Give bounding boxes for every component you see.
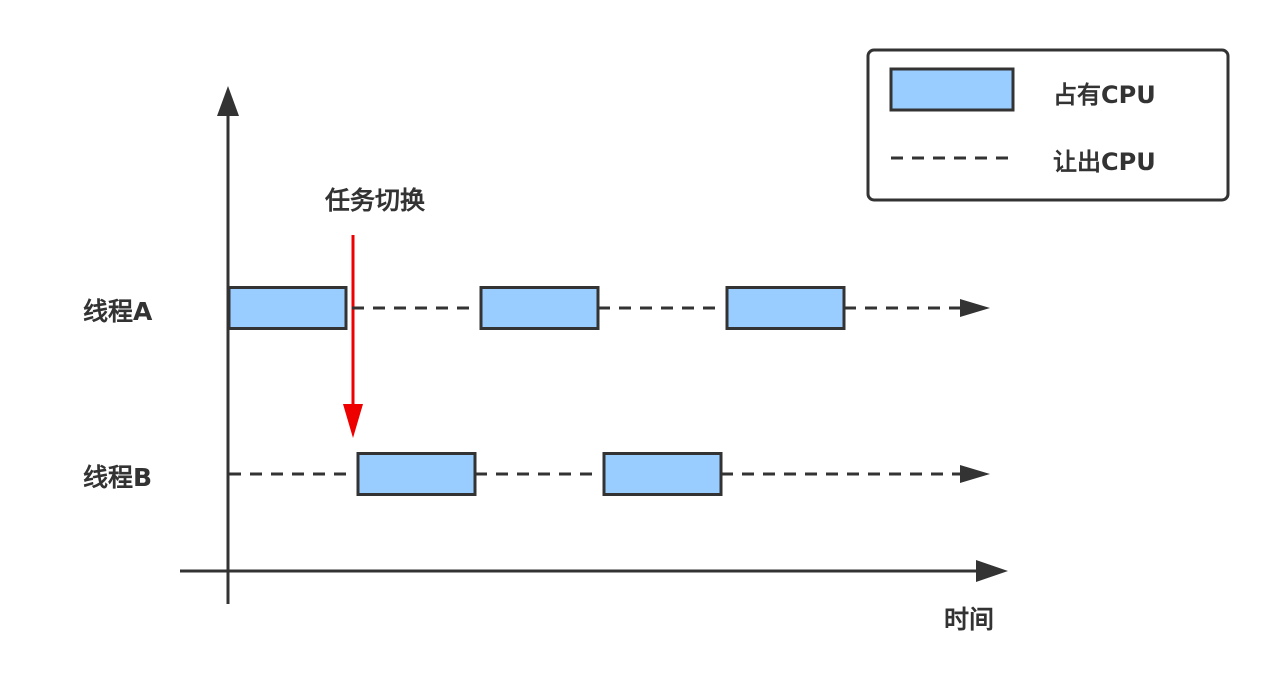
legend: 占有CPU 让出CPU — [866, 48, 1230, 202]
thread-rows: 线程A 线程B — [83, 286, 990, 496]
legend-yield-label: 让出CPU — [1053, 148, 1156, 176]
thread-label: 线程A — [83, 297, 153, 326]
cpu-block — [479, 286, 600, 330]
cpu-block — [602, 452, 723, 496]
task-switch-annotation: 任务切换 — [324, 186, 426, 438]
cpu-block — [227, 286, 348, 330]
thread-label: 线程B — [83, 463, 152, 492]
task-switch-label: 任务切换 — [324, 186, 426, 215]
x-axis-label: 时间 — [944, 605, 994, 634]
legend-occupy-label: 占有CPU — [1053, 81, 1156, 109]
legend-occupy-swatch — [889, 67, 1015, 112]
thread-row: 线程A — [83, 286, 990, 330]
timeline-arrowhead — [960, 299, 990, 317]
cpu-block — [725, 286, 846, 330]
cpu-block — [356, 452, 477, 496]
x-axis-arrowhead — [976, 560, 1008, 582]
task-switch-arrowhead — [343, 404, 363, 438]
timeline-arrowhead — [960, 465, 990, 483]
thread-row: 线程B — [83, 452, 990, 496]
y-axis-arrowhead — [217, 86, 239, 116]
axes: 时间 — [180, 86, 1008, 634]
